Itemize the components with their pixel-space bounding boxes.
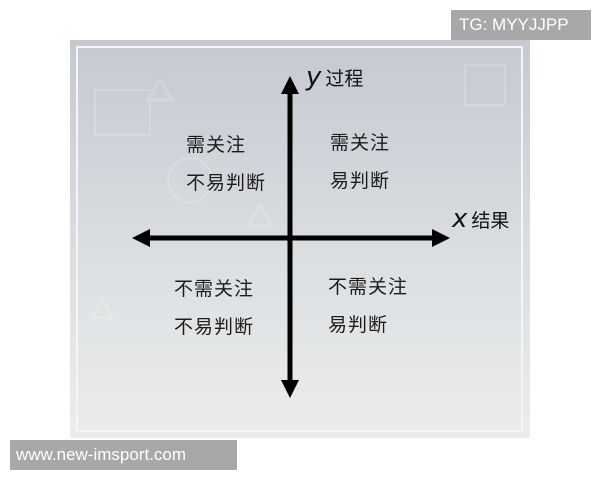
quadrant-top-right-line2: 易判断 (330, 170, 391, 192)
quadrant-bottom-right-line1: 不需关注 (328, 276, 409, 298)
arrow-up-icon (281, 76, 299, 94)
quadrant-top-right-line1: 需关注 (330, 132, 391, 154)
quadrant-bottom-left-line1: 不需关注 (174, 278, 255, 300)
background-decoration-icon (89, 64, 506, 320)
y-axis-variable: y (306, 62, 322, 92)
x-axis-variable: x (452, 204, 468, 234)
watermark-url: www.new-imsport.com (10, 440, 237, 470)
quadrant-top-left-line2: 不易判断 (186, 172, 267, 194)
image-inner-border (76, 46, 523, 432)
quadrant-top-left-line1: 需关注 (186, 134, 247, 156)
y-axis-text: 过程 (325, 68, 364, 90)
quadrant-axes (132, 76, 450, 398)
arrow-right-icon (432, 229, 450, 247)
arrow-left-icon (132, 229, 150, 247)
quadrant-bottom-right-line2: 易判断 (328, 314, 389, 336)
watermark-tg: TG: MYYJJPP (451, 10, 591, 40)
x-axis-text: 结果 (471, 210, 510, 232)
arrow-down-icon (281, 380, 299, 398)
quadrant-bottom-left-line2: 不易判断 (174, 316, 255, 338)
